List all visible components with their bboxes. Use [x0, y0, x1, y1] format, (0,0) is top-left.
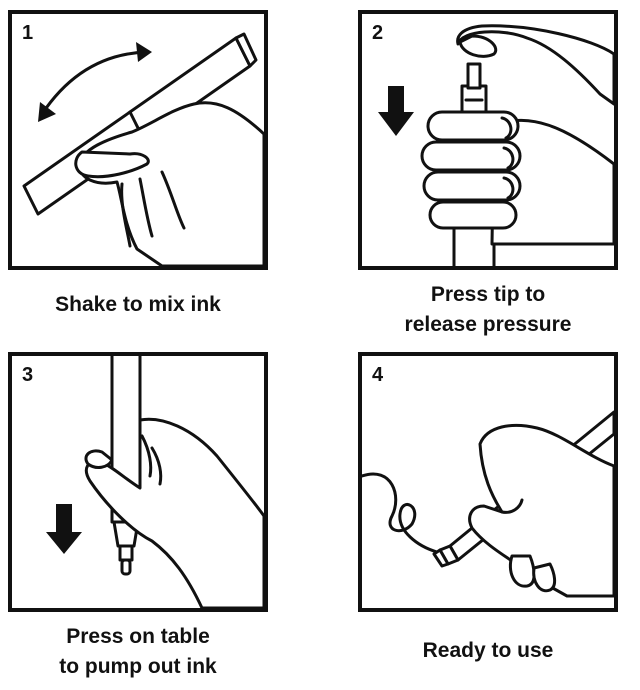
step-4-number: 4 [372, 364, 384, 386]
shake-illustration [22, 32, 264, 266]
step-2-caption-line2: release pressure [404, 313, 572, 336]
step-2-number: 2 [372, 22, 384, 44]
hand [420, 110, 614, 246]
step-1-number: 1 [22, 22, 34, 44]
press-tip-illustration [378, 24, 614, 266]
marker-pen [110, 356, 142, 576]
down-arrow-icon [46, 504, 82, 554]
step-3-caption: Press on table to pump out ink [0, 622, 288, 682]
step-4-caption: Ready to use [422, 639, 554, 662]
hand [74, 101, 264, 266]
writing-illustration [362, 410, 614, 598]
step-2-caption-line1: Press tip to [430, 283, 546, 306]
hand [84, 417, 264, 608]
pump-ink-illustration [46, 356, 264, 608]
curved-double-arrow-icon [38, 42, 152, 122]
step-3-panel: 3 [8, 352, 268, 612]
step-3-caption-line1: Press on table [66, 625, 210, 648]
step-3-number: 3 [22, 364, 34, 386]
step-2-caption: Press tip to release pressure [338, 280, 638, 340]
step-3-caption-line2: to pump out ink [59, 655, 217, 678]
step-1-caption: Shake to mix ink [55, 293, 221, 316]
step-1-panel: 1 [8, 10, 268, 270]
down-arrow-icon [378, 86, 414, 136]
step-2-panel: 2 [358, 10, 618, 270]
step-4-panel: 4 [358, 352, 618, 612]
hand [468, 423, 614, 598]
ink-squiggle-icon [362, 472, 439, 554]
